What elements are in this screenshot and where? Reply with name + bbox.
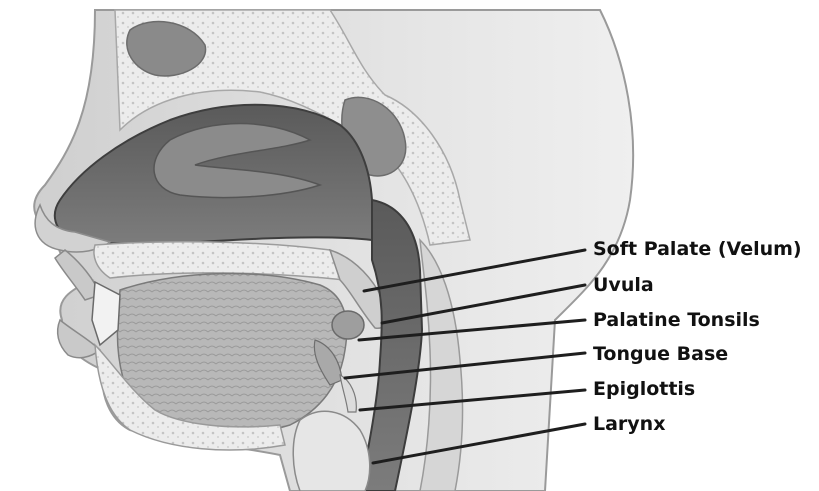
label-uvula: Uvula	[593, 274, 654, 296]
label-epiglottis: Epiglottis	[593, 378, 695, 400]
label-tongue-base: Tongue Base	[593, 343, 728, 365]
palatine-tonsil-shape	[332, 311, 364, 339]
label-larynx: Larynx	[593, 413, 665, 435]
label-palatine-tonsils: Palatine Tonsils	[593, 309, 760, 331]
label-soft-palate: Soft Palate (Velum)	[593, 238, 802, 260]
